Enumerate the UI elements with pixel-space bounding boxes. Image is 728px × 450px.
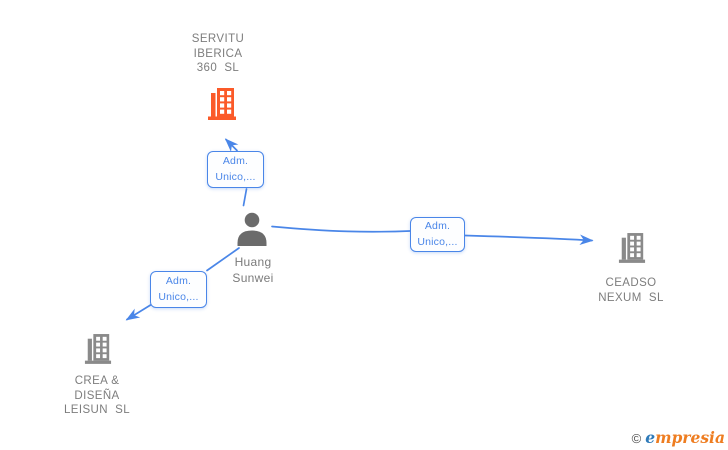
company-name-label: SERVITU IBERICA 360 SL	[191, 33, 245, 74]
building-icon	[618, 233, 646, 263]
person-name-label: Huang Sunwei	[232, 255, 274, 285]
logo-letter-e: e	[645, 428, 656, 447]
node-company-servitu[interactable]: SERVITU IBERICA 360 SL	[148, 32, 288, 124]
building-icon	[208, 88, 236, 120]
building-icon	[84, 334, 112, 364]
company-name-label: CEADSO NEXUM SL	[598, 277, 664, 304]
copyright-icon: ©	[631, 431, 642, 446]
edge-label-adm-unico-southwest[interactable]: Adm. Unico,...	[150, 271, 207, 308]
edge-person-to-north-label	[242, 188, 248, 207]
node-company-crea[interactable]: CREA & DISEÑA LEISUN SL	[32, 333, 162, 427]
node-company-ceadso[interactable]: CEADSO NEXUM SL	[566, 232, 696, 310]
node-person-huang-sunwei[interactable]: Huang Sunwei	[200, 212, 306, 288]
edge-east-label-to-ceadso	[464, 234, 594, 245]
company-name-label: CREA & DISEÑA LEISUN SL	[64, 375, 130, 416]
edge-person-to-southwest-label	[206, 247, 240, 272]
empresia-watermark: © empresia	[632, 428, 725, 447]
edge-person-to-east-label	[271, 225, 411, 233]
logo-rest: mpresia	[655, 428, 725, 447]
edge-label-adm-unico-north[interactable]: Adm. Unico,...	[207, 151, 264, 188]
edge-southwest-label-to-crea	[125, 302, 154, 321]
empresia-logo: empresia	[645, 428, 725, 447]
edge-label-adm-unico-east[interactable]: Adm. Unico,...	[410, 217, 465, 252]
edge-north-label-to-servitu	[224, 138, 239, 152]
person-icon	[237, 212, 267, 246]
